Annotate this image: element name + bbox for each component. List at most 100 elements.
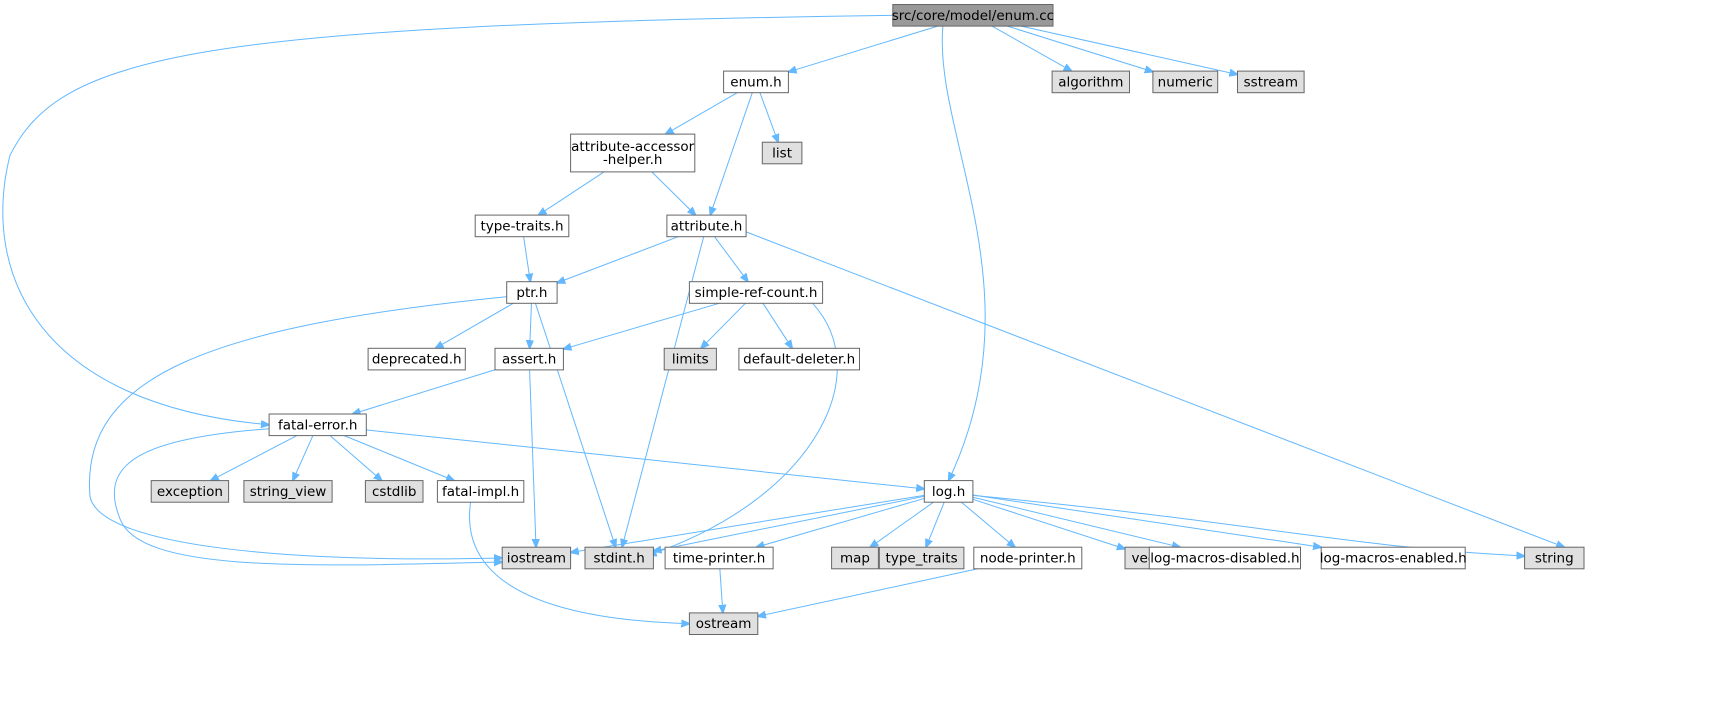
node-box	[436, 480, 525, 503]
edge-fatal_error_h-to-iostream	[113, 428, 502, 565]
edge-root-to-enum_h	[788, 25, 938, 72]
node-label: string	[1535, 551, 1574, 567]
node-box	[570, 133, 696, 173]
edge-fatal_error_h-to-exception	[211, 435, 298, 481]
node-box	[663, 347, 717, 371]
node-label: node-printer.h	[980, 551, 1076, 567]
edge-log_h-to-node_printer_h	[961, 501, 1015, 547]
node-stdint-h[interactable]: stdint.h	[584, 546, 654, 570]
edge-root-to-sstream	[1021, 25, 1237, 74]
node-label: type_traits	[886, 551, 958, 567]
node-label: -helper.h	[603, 152, 663, 168]
edge-aah-to-type_traits_h	[538, 171, 605, 215]
node-sstream[interactable]: sstream	[1237, 70, 1305, 94]
node-box	[1320, 546, 1466, 570]
node-list[interactable]: list	[761, 141, 803, 165]
node-label: iostream	[507, 551, 566, 567]
node-label: enum.h	[730, 74, 781, 90]
node-string[interactable]: string	[1524, 546, 1585, 570]
node-src-h[interactable]: simple-ref-count.h	[688, 281, 824, 304]
node-box	[584, 546, 654, 570]
node-box	[268, 413, 367, 437]
node-box	[243, 480, 333, 503]
node-dd-h[interactable]: default-deleter.h	[738, 347, 861, 371]
node-label: attribute.h	[671, 218, 743, 234]
node-box	[1152, 70, 1219, 94]
edge-enum_h-to-attribute_h	[710, 92, 753, 215]
node-label: default-deleter.h	[743, 352, 855, 368]
node-aah[interactable]: attribute-accessor-helper.h	[570, 133, 696, 173]
node-box	[1051, 70, 1130, 94]
node-exception[interactable]: exception	[150, 480, 230, 503]
edge-time_printer_h-to-ostream	[720, 568, 723, 613]
edge-ptr_h-to-assert_h	[530, 303, 532, 348]
node-label: assert.h	[502, 352, 556, 368]
edge-root-to-fatal_error_h	[2, 14, 893, 425]
edge-log_h-to-vector	[972, 498, 1125, 549]
node-label: src/core/model/enum.cc	[892, 8, 1054, 24]
node-label: map	[840, 551, 870, 567]
edge-ptr_h-to-stdint_h	[534, 303, 615, 547]
node-box	[1237, 70, 1305, 94]
node-algorithm[interactable]: algorithm	[1051, 70, 1130, 94]
nodes-layer: src/core/model/enum.cc enum.h algorithm num…	[150, 4, 1585, 636]
edge-src_h-to-limits	[701, 302, 746, 348]
edge-type_traits_h-to-ptr_h	[523, 236, 531, 282]
edge-fatal_error_h-to-fatal_impl_h	[343, 435, 454, 481]
node-lme-h[interactable]: log-macros-enabled.h	[1320, 546, 1467, 570]
node-fatal-error-h[interactable]: fatal-error.h	[268, 413, 367, 437]
node-box	[1524, 546, 1585, 570]
node-label: sstream	[1244, 74, 1298, 90]
edge-log_h-to-stdint_h	[653, 495, 925, 551]
node-ostream[interactable]: ostream	[688, 612, 759, 636]
edge-log_h-to-time_printer_h	[756, 497, 925, 547]
node-deprecated-h[interactable]: deprecated.h	[367, 347, 466, 371]
node-time-printer-h[interactable]: time-printer.h	[664, 546, 774, 570]
edge-aah-to-attribute_h	[651, 171, 696, 215]
node-type-traits[interactable]: type_traits	[878, 546, 965, 570]
edge-attribute_h-to-src_h	[714, 236, 748, 282]
node-box	[923, 480, 974, 503]
node-type-traits-h[interactable]: type-traits.h	[474, 214, 570, 238]
node-label: list	[772, 146, 792, 162]
node-assert-h[interactable]: assert.h	[494, 347, 564, 371]
edge-node_printer_h-to-ostream	[758, 568, 978, 617]
node-label: ptr.h	[516, 285, 547, 301]
node-cstdlib[interactable]: cstdlib	[364, 480, 424, 503]
node-box	[878, 546, 965, 570]
node-numeric[interactable]: numeric	[1152, 70, 1219, 94]
node-limits[interactable]: limits	[663, 347, 717, 371]
edge-enum_h-to-list	[759, 92, 778, 143]
node-root[interactable]: src/core/model/enum.cc	[892, 4, 1054, 27]
node-label: attribute-accessor	[571, 139, 695, 155]
node-label: fatal-error.h	[278, 417, 358, 433]
node-box	[664, 546, 774, 570]
node-box	[761, 141, 803, 165]
edge-log_h-to-iostream	[571, 494, 925, 552]
edge-ptr_h-to-iostream	[88, 296, 509, 559]
edge-root-to-algorithm	[991, 25, 1072, 71]
node-label: numeric	[1158, 74, 1213, 90]
node-box	[474, 214, 570, 238]
node-map[interactable]: map	[831, 546, 879, 570]
node-box	[506, 281, 558, 304]
node-enum-h[interactable]: enum.h	[723, 70, 789, 94]
node-box	[666, 214, 747, 238]
node-box	[723, 70, 789, 94]
node-ptr-h[interactable]: ptr.h	[506, 281, 558, 304]
node-attribute-h[interactable]: attribute.h	[666, 214, 747, 238]
edge-assert_h-to-fatal_error_h	[352, 369, 496, 414]
node-node-printer-h[interactable]: node-printer.h	[973, 546, 1083, 570]
node-box	[831, 546, 879, 570]
node-iostream[interactable]: iostream	[501, 546, 572, 570]
node-label: deprecated.h	[372, 352, 462, 368]
node-log-h[interactable]: log.h	[923, 480, 974, 503]
node-fatal-impl-h[interactable]: fatal-impl.h	[436, 480, 525, 503]
node-label: log.h	[932, 484, 965, 500]
edge-log_h-to-type_traits	[926, 502, 945, 547]
node-lmd-h[interactable]: log-macros-disabled.h	[1148, 546, 1302, 570]
edge-ptr_h-to-deprecated_h	[435, 302, 514, 348]
node-box	[367, 347, 466, 371]
node-string-view[interactable]: string_view	[243, 480, 333, 503]
